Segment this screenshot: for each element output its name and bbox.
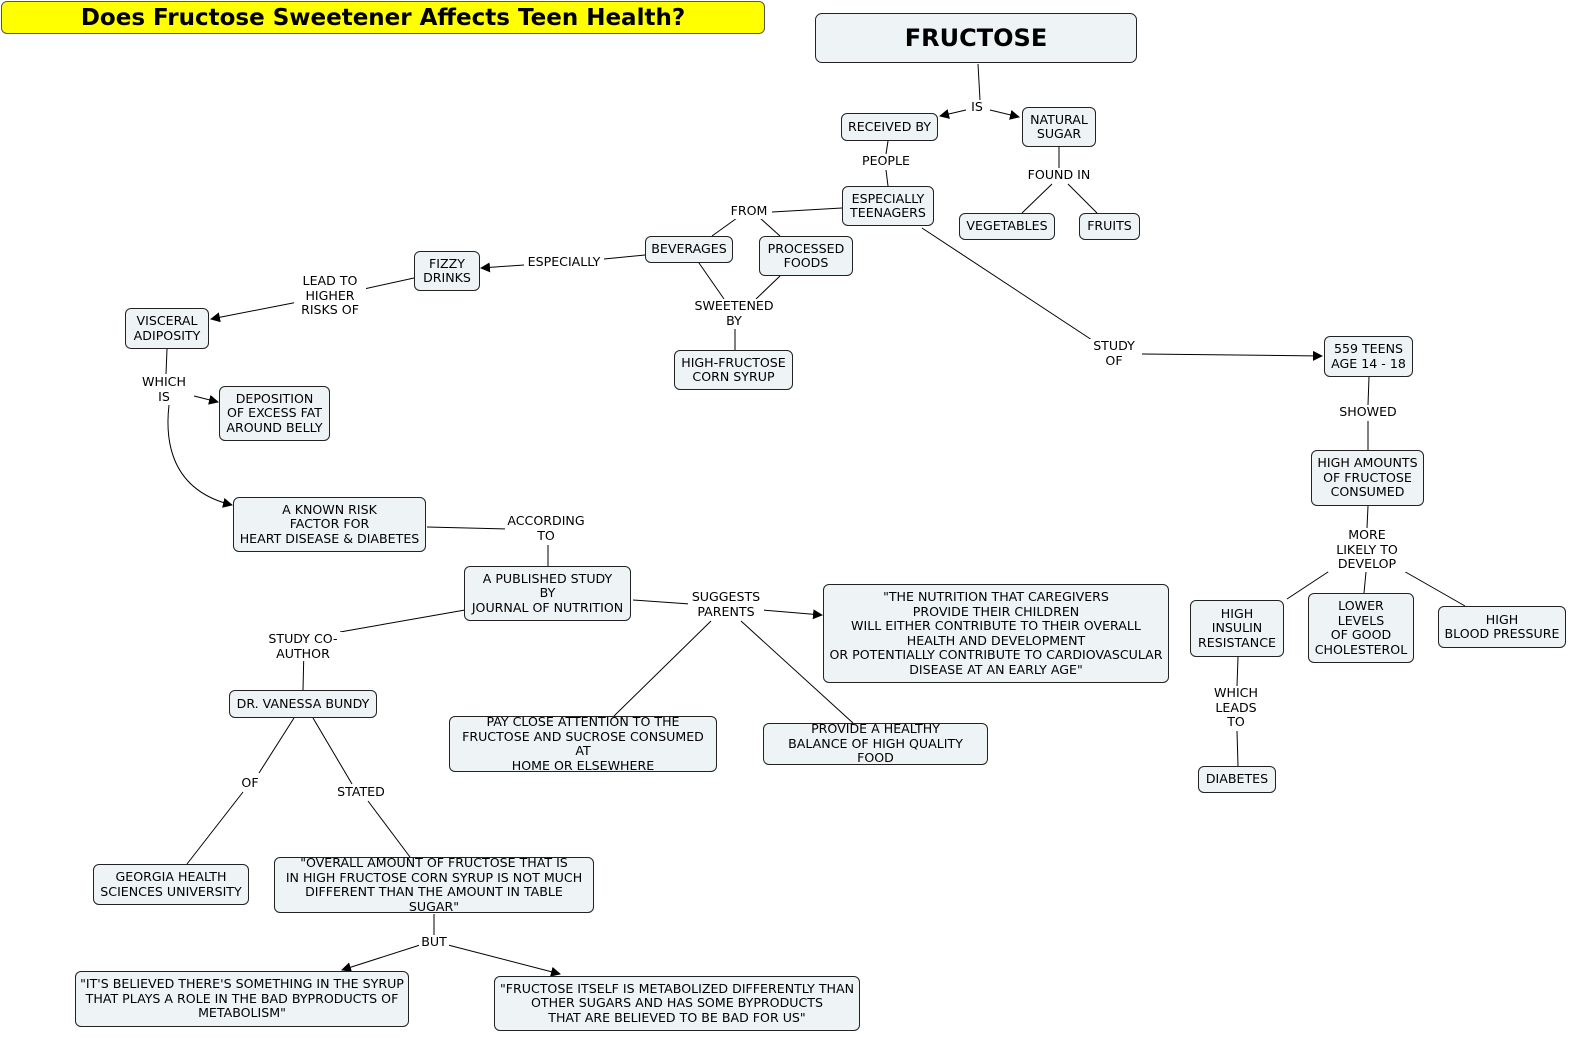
published-study-node[interactable]: A PUBLISHED STUDY BY JOURNAL OF NUTRITIO… <box>464 566 631 621</box>
overall-amount-node[interactable]: "OVERALL AMOUNT OF FRUCTOSE THAT IS IN H… <box>274 855 594 913</box>
link-label-people: PEOPLE <box>858 153 914 169</box>
fruits-node[interactable]: FRUITS <box>1079 213 1140 240</box>
link-line <box>367 800 411 858</box>
link-line <box>312 717 353 785</box>
believed-syrup-node[interactable]: "IT'S BELIEVED THERE'S SOMETHING IN THE … <box>75 971 409 1027</box>
insulin-node[interactable]: HIGH INSULIN RESISTANCE <box>1190 600 1284 657</box>
link-label-study-of: STUDY OF <box>1088 338 1140 368</box>
link-line <box>711 217 738 237</box>
link-line <box>1401 569 1466 607</box>
link-line <box>165 348 168 375</box>
link-line <box>1021 183 1053 214</box>
link-line <box>1367 376 1370 406</box>
blood-pressure-node[interactable]: HIGH BLOOD PRESSURE <box>1438 606 1566 648</box>
risk-factor-node[interactable]: A KNOWN RISK FACTOR FOR HEART DISEASE & … <box>233 497 426 552</box>
link-arrow <box>193 394 219 405</box>
teens-559-node[interactable]: 559 TEENS AGE 14 - 18 <box>1324 336 1413 377</box>
link-line <box>1366 505 1369 529</box>
link-arrow <box>447 944 561 977</box>
link-line <box>603 254 646 260</box>
link-line <box>759 217 781 237</box>
link-line <box>755 275 781 300</box>
link-line <box>771 207 843 213</box>
link-label-suggests-parents: SUGGESTS PARENTS <box>688 589 764 619</box>
high-amounts-node[interactable]: HIGH AMOUNTS OF FRUCTOSE CONSUMED <box>1311 450 1424 506</box>
received-by-node[interactable]: RECEIVED BY <box>841 113 938 141</box>
link-label-lead-to: LEAD TO HIGHER RISKS OF <box>294 273 366 318</box>
nutrition-quote-node[interactable]: "THE NUTRITION THAT CAREGIVERS PROVIDE T… <box>823 584 1169 683</box>
link-line <box>885 169 889 187</box>
link-line <box>1067 183 1098 214</box>
fizzy-drinks-node[interactable]: FIZZY DRINKS <box>414 251 480 291</box>
link-label-more-likely: MORE LIKELY TO DEVELOP <box>1328 527 1406 572</box>
link-line <box>921 227 1093 341</box>
link-line <box>885 140 889 155</box>
link-label-according-to: ACCORDING TO <box>505 513 587 543</box>
link-line <box>258 717 295 774</box>
link-label-showed: SHOWED <box>1336 404 1400 420</box>
fructose-node[interactable]: FRUCTOSE <box>815 13 1137 63</box>
link-label-of: OF <box>238 775 262 791</box>
link-line <box>613 620 712 717</box>
link-line <box>426 526 509 530</box>
dr-bundy-node[interactable]: DR. VANESSA BUNDY <box>229 690 377 718</box>
link-arrow <box>341 944 421 973</box>
link-line <box>1363 571 1367 594</box>
beverages-node[interactable]: BEVERAGES <box>645 236 733 263</box>
healthy-balance-node[interactable]: PROVIDE A HEALTHY BALANCE OF HIGH QUALIT… <box>763 722 988 765</box>
link-arrow <box>167 404 233 508</box>
link-line <box>1236 656 1239 687</box>
link-line <box>186 791 244 865</box>
natural-sugar-node[interactable]: NATURAL SUGAR <box>1022 107 1096 147</box>
processed-foods-node[interactable]: PROCESSED FOODS <box>759 236 853 276</box>
vegetables-node[interactable]: VEGETABLES <box>959 213 1055 240</box>
metabolized-node[interactable]: "FRUCTOSE ITSELF IS METABOLIZED DIFFEREN… <box>494 976 860 1031</box>
link-line <box>363 277 415 290</box>
link-arrow <box>480 262 525 273</box>
link-label-found-in: FOUND IN <box>1023 167 1095 183</box>
link-label-study-coauthor: STUDY CO-AUTHOR <box>240 631 366 661</box>
deposition-node[interactable]: DEPOSITION OF EXCESS FAT AROUND BELLY <box>219 386 330 441</box>
link-line <box>632 599 691 605</box>
hfcs-node[interactable]: HIGH-FRUCTOSE CORN SYRUP <box>674 350 793 390</box>
link-line <box>339 609 466 633</box>
link-line <box>1286 569 1332 600</box>
link-label-is: IS <box>966 99 988 115</box>
link-line <box>1236 730 1239 767</box>
link-arrow <box>939 109 967 119</box>
cholesterol-node[interactable]: LOWER LEVELS OF GOOD CHOLESTEROL <box>1308 593 1414 663</box>
link-arrow <box>210 301 299 323</box>
link-arrow <box>1141 350 1323 361</box>
link-label-which-is: WHICH IS <box>136 374 192 404</box>
georgia-node[interactable]: GEORGIA HEALTH SCIENCES UNIVERSITY <box>93 864 249 905</box>
especially-teenagers-node[interactable]: ESPECIALLY TEENAGERS <box>842 186 934 226</box>
visceral-adiposity-node[interactable]: VISCERAL ADIPOSITY <box>125 308 209 349</box>
link-label-stated: STATED <box>333 784 389 800</box>
link-line <box>740 620 854 724</box>
link-label-especially: ESPECIALLY <box>524 254 604 270</box>
link-arrow <box>989 109 1020 120</box>
link-line <box>977 63 981 101</box>
diabetes-node[interactable]: DIABETES <box>1198 766 1276 793</box>
link-label-but: BUT <box>419 934 449 950</box>
link-label-from: FROM <box>728 203 770 219</box>
link-line <box>698 262 725 300</box>
map-title: Does Fructose Sweetener Affects Teen Hea… <box>1 1 765 34</box>
link-arrow <box>761 609 823 620</box>
link-label-which-leads: WHICH LEADS TO <box>1208 685 1264 730</box>
link-label-sweetened-by: SWEETENED BY <box>691 298 777 328</box>
pay-attention-node[interactable]: PAY CLOSE ATTENTION TO THE FRUCTOSE AND … <box>449 714 717 772</box>
